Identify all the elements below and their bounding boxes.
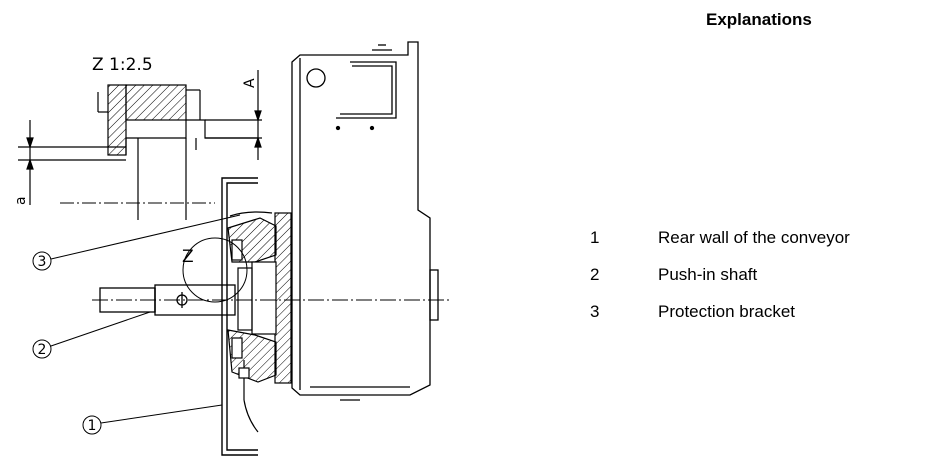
dimension-label-a: a xyxy=(13,196,29,205)
callout-2: 2 xyxy=(32,339,52,359)
detail-z-marker xyxy=(182,237,248,303)
legend-item-number: 3 xyxy=(590,302,600,321)
callout-3: 3 xyxy=(32,251,52,271)
rear-wall-bracket xyxy=(221,177,258,456)
svg-text:1: 1 xyxy=(88,418,97,434)
legend-item-number: 2 xyxy=(590,265,600,284)
detail-z-label: Z xyxy=(182,247,194,267)
explanations-heading: Explanations xyxy=(706,10,812,29)
housing-lifting-eye xyxy=(306,68,326,88)
svg-text:3: 3 xyxy=(38,254,47,270)
technical-drawing: Z 1:2.5 a A xyxy=(13,41,452,456)
protection-bracket xyxy=(229,211,273,217)
svg-text:2: 2 xyxy=(38,342,47,358)
detail-scale-label: Z 1:2.5 xyxy=(92,55,153,75)
flange-assembly xyxy=(227,212,292,433)
legend-item-text: Protection bracket xyxy=(658,302,796,321)
legend-item-number: 1 xyxy=(590,228,600,247)
gear-motor-housing xyxy=(291,41,439,401)
legend-item-text: Push-in shaft xyxy=(658,265,758,284)
legend-item-text: Rear wall of the conveyor xyxy=(658,228,850,247)
detail-z-view: Z 1:2.5 a A xyxy=(13,55,262,220)
detail-wall-hatch xyxy=(107,84,127,156)
dimension-label-A: A xyxy=(242,78,258,88)
callout-leaders xyxy=(50,214,241,424)
callout-1: 1 xyxy=(82,415,102,435)
